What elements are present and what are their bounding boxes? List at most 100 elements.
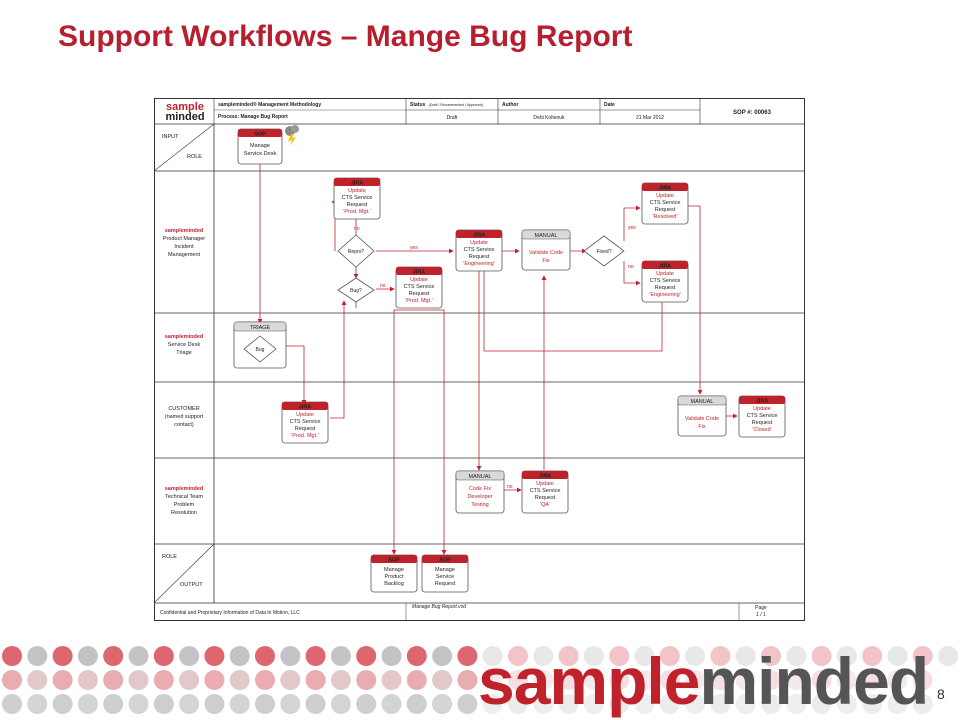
- decor-dot: [103, 694, 124, 714]
- decor-dot: [659, 646, 680, 666]
- box-sop-service-desk-l2: Service Desk: [244, 151, 277, 157]
- lane-cu-1: CUSTOMER: [168, 406, 199, 412]
- box-jira-customer-l3: Request: [295, 426, 316, 432]
- box-jira-prod-mgt-1-head: JIRA: [351, 181, 364, 187]
- decision-bug[interactable]: Bug?: [337, 277, 375, 303]
- box-jira-resolved-l4: 'Resolved': [652, 214, 677, 220]
- box-manual-validate-1-head: MANUAL: [535, 233, 558, 239]
- decor-dot: [685, 670, 706, 690]
- decor-dot: [2, 646, 22, 666]
- box-jira-engineering-2[interactable]: JIRA Update CTS Service Request 'Enginee…: [641, 260, 689, 303]
- box-manual-code-fix[interactable]: MANUAL Code Fix Developer Testing: [455, 470, 505, 514]
- decor-dot: [406, 694, 427, 714]
- decor-dot: [887, 646, 908, 666]
- box-jira-prod-mgt-2-l4: 'Prod. Mgt.': [405, 298, 432, 304]
- decor-dot: [735, 646, 756, 666]
- decor-dot: [356, 694, 377, 714]
- date-label: Date: [604, 102, 615, 108]
- box-triage-head: TRIAGE: [250, 325, 271, 331]
- lane-sd-1: Service Desk: [168, 342, 201, 348]
- box-manual-code-fix-l2: Developer: [467, 494, 492, 500]
- box-jira-engineering-1-head: JIRA: [473, 233, 486, 239]
- box-jira-resolved-head: JIRA: [659, 186, 672, 192]
- page-number: 8: [937, 686, 945, 702]
- decor-dot: [255, 694, 275, 714]
- box-jira-engineering-1-l4: 'Engineering': [463, 261, 494, 267]
- edge-yes-fixed: yes: [628, 225, 636, 231]
- box-jira-customer[interactable]: JIRA Update CTS Service Request 'Prod. M…: [281, 401, 329, 444]
- process-label: Process: Manage Bug Report: [218, 114, 288, 120]
- decision-bug-label: Bug?: [350, 288, 362, 294]
- decor-dot: [229, 646, 250, 666]
- box-jira-prod-mgt-2-head: JIRA: [413, 270, 426, 276]
- footer-file: Manage Bug Report.vsd: [412, 604, 466, 610]
- decor-dot: [533, 694, 554, 714]
- lane-role-top: ROLE: [187, 154, 202, 160]
- decor-dot: [609, 670, 630, 690]
- decor-dot: [280, 694, 301, 714]
- box-sop-product-backlog-l1: Manage: [384, 567, 404, 573]
- decor-dot: [786, 670, 807, 690]
- box-jira-closed[interactable]: JIRA Update CTS Service Request 'Closed': [738, 395, 786, 438]
- decor-dot: [330, 694, 351, 714]
- decor-dot: [356, 670, 377, 690]
- decor-dot: [786, 646, 807, 666]
- decor-dot: [533, 646, 554, 666]
- decor-dot: [558, 694, 579, 714]
- box-triage[interactable]: TRIAGE Bug: [233, 321, 287, 369]
- box-jira-qa-l2: CTS Service: [530, 488, 561, 494]
- status-value: Draft: [447, 115, 458, 121]
- decor-dot: [330, 670, 351, 690]
- brand-logo-minded: minded: [699, 644, 929, 718]
- decision-repro-label: Repro?: [348, 249, 365, 255]
- decor-dot: [204, 694, 225, 714]
- decor-dot: [2, 670, 22, 690]
- sheet-header: sample minded sampleminded® Management M…: [154, 98, 804, 125]
- decor-dot: [457, 694, 478, 714]
- decor-dot: [761, 694, 781, 714]
- box-manual-validate-1[interactable]: MANUAL Validate Code Fix: [521, 229, 571, 271]
- box-jira-resolved[interactable]: JIRA Update CTS Service Request 'Resolve…: [641, 182, 689, 225]
- box-manual-code-fix-l1: Code Fix: [469, 486, 491, 492]
- decor-dot: [609, 694, 630, 714]
- decor-dot: [634, 694, 655, 714]
- decor-dot: [406, 670, 427, 690]
- box-manual-validate-2-head: MANUAL: [691, 399, 714, 405]
- box-jira-prod-mgt-2-l1: Update: [410, 277, 428, 283]
- decor-dot: [811, 694, 832, 714]
- box-jira-customer-l4: 'Prod. Mgt.': [291, 433, 318, 439]
- box-manual-validate-2[interactable]: MANUAL Validate Code Fix: [677, 395, 727, 437]
- lane-tt-1: Technical Team: [165, 494, 203, 500]
- box-jira-engineering-1[interactable]: JIRA Update CTS Service Request 'Enginee…: [455, 229, 503, 272]
- box-sop-service-desk[interactable]: SOP Manage Service Desk: [237, 128, 283, 165]
- decor-dot: [634, 646, 655, 666]
- decor-dot: [836, 646, 857, 666]
- box-jira-engineering-1-l1: Update: [470, 240, 488, 246]
- box-sop-product-backlog-l3: Backlog: [384, 581, 404, 587]
- edge-no-bug: no: [380, 283, 386, 289]
- lane-sd-org: sampleminded: [165, 334, 204, 340]
- decor-dot: [356, 646, 377, 666]
- decor-dot: [27, 646, 48, 666]
- decision-repro[interactable]: Repro?: [337, 234, 375, 268]
- decor-dot: [710, 670, 731, 690]
- box-jira-prod-mgt-2[interactable]: JIRA Update CTS Service Request 'Prod. M…: [395, 266, 443, 309]
- decor-dot: [381, 646, 402, 666]
- decor-dot: [761, 670, 781, 690]
- box-jira-prod-mgt-1[interactable]: JIRA Update CTS Service Request 'Prod. M…: [333, 177, 381, 220]
- box-jira-engineering-2-l2: CTS Service: [650, 278, 681, 284]
- box-sop-product-backlog[interactable]: SOP Manage Product Backlog: [370, 554, 418, 593]
- box-jira-engineering-2-l3: Request: [655, 285, 676, 291]
- box-manual-validate-1-l1: Validate Code: [529, 250, 563, 256]
- decor-dot: [659, 694, 680, 714]
- decor-dot: [52, 694, 73, 714]
- box-jira-qa[interactable]: JIRA Update CTS Service Request 'QA': [521, 470, 569, 514]
- box-manual-validate-1-l2: Fix: [542, 258, 550, 264]
- brand-logo: sampleminded: [478, 648, 929, 714]
- decision-fixed[interactable]: Fixed?: [583, 235, 625, 267]
- decor-dot: [583, 646, 604, 666]
- box-jira-engineering-1-l3: Request: [469, 254, 490, 260]
- box-sop-service-request[interactable]: SOP Manage Service Request: [421, 554, 469, 593]
- decor-dot: [710, 646, 731, 666]
- box-jira-closed-l4: 'Closed': [752, 427, 771, 433]
